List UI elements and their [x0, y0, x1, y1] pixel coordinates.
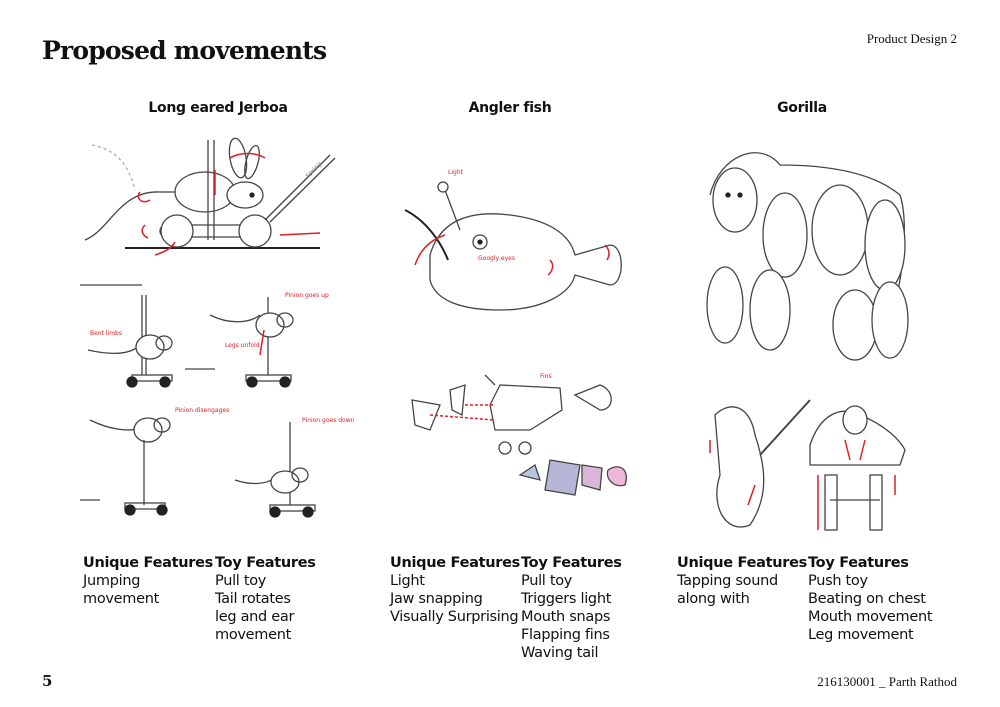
gorilla-heading: Gorilla — [777, 100, 827, 116]
light-label: Light — [448, 169, 464, 176]
jerboa-toy-features: Toy Features Pull toy Tail rotates leg a… — [215, 554, 316, 644]
spring-label: Spring — [304, 161, 323, 180]
pinion-goes-up-label: Pinion goes up — [285, 292, 329, 299]
toy-features-title: Toy Features — [215, 555, 316, 571]
unique-features-title: Unique Features — [83, 555, 213, 571]
feature-item: Pull toy — [215, 573, 267, 589]
gorilla-sketch — [706, 152, 909, 531]
gorilla-toy-features: Toy Features Push toy Beating on chest M… — [808, 554, 933, 644]
feature-item: Mouth snaps — [521, 609, 611, 625]
feature-item: Leg movement — [808, 627, 914, 643]
pinion-disengages-label: Pinion disengages — [175, 407, 229, 414]
feature-item: Flapping fins — [521, 627, 610, 643]
legs-unfold-label: Legs unfold — [225, 342, 260, 349]
bent-limbs-label: Bent limbs — [90, 330, 122, 337]
feature-item: along with — [677, 591, 750, 607]
pinion-goes-down-label: Pinion goes down — [302, 417, 355, 424]
fins-label: Fins — [540, 373, 552, 380]
unique-features-title: Unique Features — [677, 555, 807, 571]
feature-item: Triggers light — [521, 591, 612, 607]
jerboa-unique-features: Unique Features Jumping movement — [83, 554, 213, 608]
feature-item: Mouth movement — [808, 609, 933, 625]
unique-features-title: Unique Features — [390, 555, 520, 571]
feature-item: Waving tail — [521, 645, 599, 661]
googly-eyes-label: Googly eyes — [478, 255, 515, 262]
feature-item: Visually Surprising — [390, 609, 519, 625]
angler-fish-sketch: Light Googly eyes Fins — [404, 169, 627, 496]
feature-item: Beating on chest — [808, 591, 926, 607]
feature-item: Tapping sound — [677, 573, 778, 589]
author: 216130001 _ Parth Rathod — [817, 674, 957, 689]
feature-item: Jumping — [83, 573, 141, 589]
jerboa-heading: Long eared Jerboa — [148, 100, 288, 116]
angler-fish-heading: Angler fish — [468, 100, 552, 116]
course-name: Product Design 2 — [866, 31, 957, 46]
feature-item: Jaw snapping — [390, 591, 483, 607]
toy-features-title: Toy Features — [808, 555, 909, 571]
toy-features-title: Toy Features — [521, 555, 622, 571]
page-number: 5 — [42, 672, 53, 690]
feature-item: Tail rotates — [215, 591, 291, 607]
angler-toy-features: Toy Features Pull toy Triggers light Mou… — [521, 554, 622, 662]
feature-item: Light — [390, 573, 425, 589]
page-title: Proposed movements — [42, 36, 327, 65]
feature-item: Push toy — [808, 573, 868, 589]
angler-unique-features: Unique Features Light Jaw snapping Visua… — [390, 554, 520, 626]
feature-item: Pull toy — [521, 573, 573, 589]
feature-item: movement — [83, 591, 160, 607]
feature-item: movement — [215, 627, 292, 643]
jerboa-sketch: Spring Bent limbs Pinion goes up Legs un… — [80, 137, 355, 518]
gorilla-unique-features: Unique Features Tapping sound along with — [677, 554, 807, 608]
feature-item: leg and ear — [215, 609, 295, 625]
